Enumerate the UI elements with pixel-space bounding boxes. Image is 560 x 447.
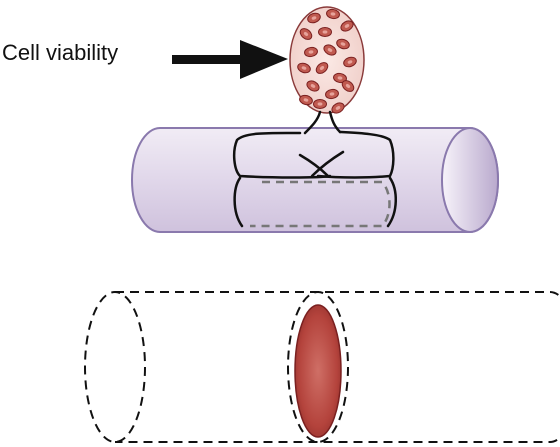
red-cell-center	[327, 48, 333, 52]
red-cell-center	[301, 66, 307, 70]
cell-group	[297, 8, 357, 114]
suture-knot-icon	[232, 110, 397, 228]
red-cell-center	[329, 92, 335, 96]
red-cell-center	[347, 60, 353, 64]
red-cell-center	[308, 50, 314, 54]
red-cell-center	[317, 102, 323, 106]
inner-seam	[250, 180, 391, 228]
red-cell-center	[337, 76, 343, 80]
red-cell-center	[319, 66, 325, 70]
red-cell-center	[340, 42, 346, 46]
red-cell-center	[322, 30, 328, 34]
red-cell-center	[344, 24, 350, 28]
intact-vessel	[131, 127, 499, 233]
red-cell-center	[310, 84, 316, 88]
dashed-vessel	[84, 291, 560, 443]
red-cell-center	[345, 84, 351, 88]
red-cell-center	[335, 106, 341, 110]
cell-cluster-icon	[289, 6, 365, 114]
cell-viability-label: Cell viability	[2, 40, 119, 65]
lesion-disc	[294, 304, 342, 438]
red-cell-center	[330, 12, 336, 16]
red-cell-center	[303, 32, 309, 36]
arrow-right-icon	[172, 40, 288, 79]
red-cell-center	[311, 16, 317, 20]
red-cell-center	[303, 98, 309, 102]
